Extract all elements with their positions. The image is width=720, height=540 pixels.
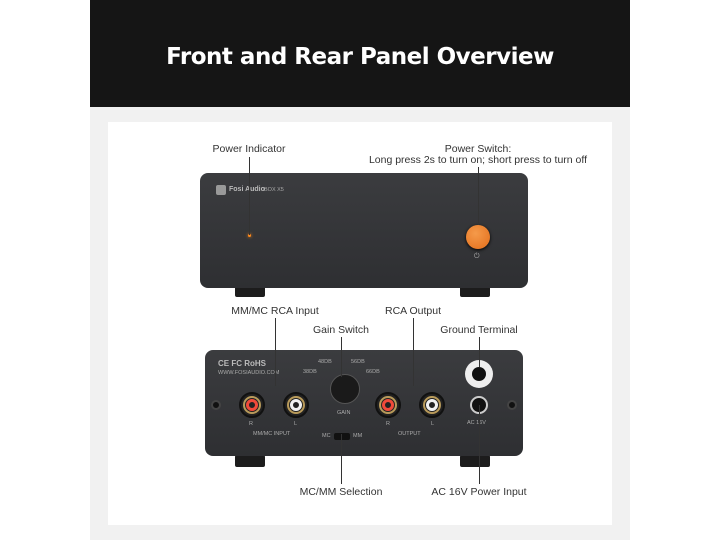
rear-panel: CE FC RoHS WWW.FOSIAUDIO.COM R L MM/MC I… <box>205 350 523 456</box>
output-l-jack[interactable] <box>419 392 445 418</box>
certification-marks: CE FC RoHS <box>218 359 266 368</box>
mc-text: MC <box>322 433 331 439</box>
rear-foot-left <box>235 455 265 467</box>
gain-66db: 66DB <box>366 369 380 375</box>
rca-output-label: RCA Output <box>384 305 442 317</box>
gain-text: GAIN <box>337 410 351 416</box>
model-name: BOX X5 <box>264 187 284 193</box>
output-r-text: R <box>386 421 390 427</box>
ac-text: AC 16V <box>467 420 486 426</box>
callout-line <box>479 405 480 484</box>
gain-56db: 56DB <box>351 359 365 365</box>
mc-mm-selection-label: MC/MM Selection <box>299 486 383 498</box>
power-switch-label: Power Switch: <box>444 143 512 155</box>
ac-input-label: AC 16V Power Input <box>431 486 527 498</box>
callout-line <box>249 157 250 235</box>
input-r-jack[interactable] <box>239 392 265 418</box>
front-panel: Fosi Audio BOX X5 ⏻ <box>200 173 528 288</box>
callout-line <box>275 318 276 386</box>
front-foot-right <box>460 285 490 297</box>
callout-line <box>341 337 342 377</box>
screw <box>211 400 221 410</box>
callout-line <box>413 318 414 386</box>
input-r-text: R <box>249 421 253 427</box>
input-l-jack[interactable] <box>283 392 309 418</box>
gain-switch-label: Gain Switch <box>312 324 370 336</box>
page-title: Front and Rear Panel Overview <box>166 43 554 70</box>
screw <box>507 400 517 410</box>
gain-knob[interactable] <box>330 374 360 404</box>
rear-foot-right <box>460 455 490 467</box>
input-text: MM/MC INPUT <box>253 431 291 437</box>
callout-line <box>479 337 480 367</box>
mm-mc-input-label: MM/MC RCA Input <box>231 305 319 317</box>
output-l-text: L <box>431 421 435 427</box>
power-button[interactable] <box>466 225 490 249</box>
gain-48db: 48DB <box>318 359 332 365</box>
mc-mm-switch[interactable] <box>334 433 350 440</box>
power-indicator-label: Power Indicator <box>212 143 286 155</box>
power-indicator-led <box>248 234 251 237</box>
ground-terminal-label: Ground Terminal <box>440 324 518 336</box>
mm-text: MM <box>353 433 363 439</box>
output-r-jack[interactable] <box>375 392 401 418</box>
brand-logo-icon <box>216 185 226 195</box>
header-banner: Front and Rear Panel Overview <box>90 0 630 107</box>
gain-38db: 38DB <box>303 369 317 375</box>
power-icon: ⏻ <box>474 253 480 260</box>
website-text: WWW.FOSIAUDIO.COM <box>218 370 280 376</box>
callout-line <box>478 167 479 225</box>
ground-terminal[interactable] <box>465 360 493 388</box>
callout-line <box>341 434 342 484</box>
power-switch-description: Long press 2s to turn on; short press to… <box>368 154 588 166</box>
brand-name: Fosi Audio <box>229 186 265 193</box>
output-text: OUTPUT <box>398 431 421 437</box>
input-l-text: L <box>294 421 298 427</box>
front-foot-left <box>235 285 265 297</box>
